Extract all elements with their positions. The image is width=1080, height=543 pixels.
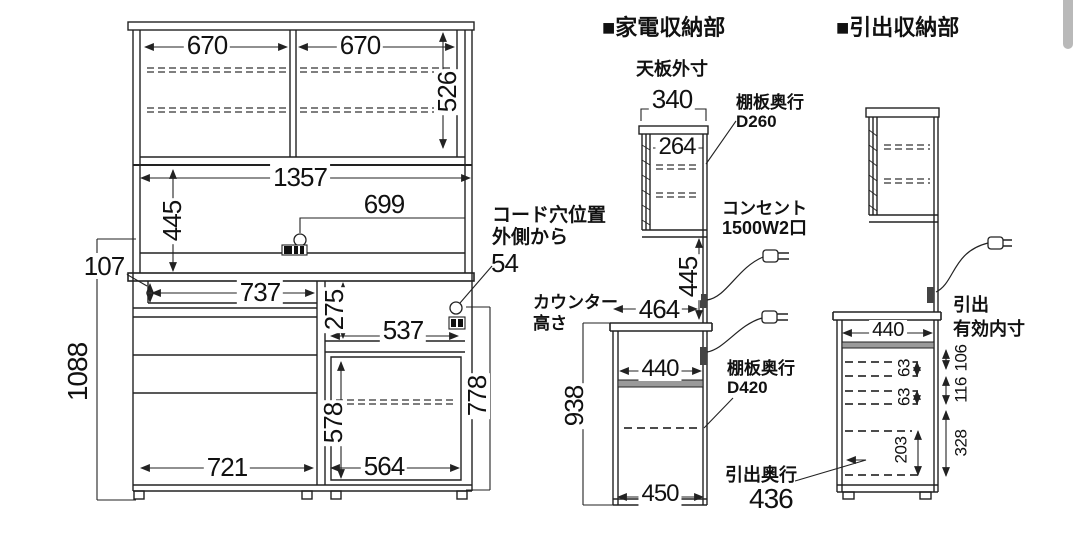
dim-right-bottom: 328 xyxy=(952,426,971,460)
dim-top-outer-width: 340 xyxy=(648,86,696,112)
dim-cord-hole-x: 699 xyxy=(360,191,408,217)
dim-right-top: 106 xyxy=(952,341,971,375)
dim-upper-inner-width: 264 xyxy=(655,135,699,159)
label-drawer-depth: 引出奥行 xyxy=(725,465,797,485)
dim-drawer-width: 721 xyxy=(203,454,251,480)
dim-right-opening-width: 537 xyxy=(379,317,427,343)
dim-upper-left-width: 670 xyxy=(183,32,231,58)
dim-upper-height: 526 xyxy=(432,68,462,116)
dim-right-mid: 116 xyxy=(952,374,971,406)
appliance-door-hatch xyxy=(641,144,651,226)
appliance-leaders xyxy=(582,120,867,506)
drawer-shelf-dashes xyxy=(845,144,930,476)
dim-drawer3-height: 203 xyxy=(892,433,911,467)
dim-top-gap: 107 xyxy=(80,253,128,279)
note-counter-line2: 高さ xyxy=(533,314,567,333)
value-drawer-depth: 436 xyxy=(749,483,794,514)
dim-mid-height: 445 xyxy=(157,197,187,245)
front-dimensions xyxy=(140,32,471,479)
note-cord-hole-offset: 54 xyxy=(491,248,519,278)
label-drawer-inner-line2: 有効内寸 xyxy=(953,319,1025,339)
label-outlet-line2: 1500W2口 xyxy=(722,218,808,238)
note-cord-hole-line1: コード穴位置 xyxy=(492,205,607,226)
dim-door-width: 564 xyxy=(360,453,408,479)
dim-lower-inner-width: 440 xyxy=(638,357,682,381)
appliance-shelf-dashes xyxy=(624,164,700,429)
scrollbar-thumb[interactable] xyxy=(1063,0,1073,49)
dim-door-inner-height: 578 xyxy=(318,399,348,447)
label-drawer-inner-line1: 引出 xyxy=(953,295,989,315)
front-leaders xyxy=(96,217,493,501)
dim-mid-width: 1357 xyxy=(270,164,330,190)
value-shelf-depth: D260 xyxy=(736,112,777,131)
dim-appliance-mid-height: 445 xyxy=(673,253,703,301)
drawer-section-title: ■引出収納部 xyxy=(836,15,960,40)
outlet-plug-icons xyxy=(700,249,789,365)
note-counter-line1: カウンター xyxy=(533,293,618,312)
value-lower-shelf-depth: D420 xyxy=(727,378,768,397)
appliance-section-title: ■家電収納部 xyxy=(602,15,726,40)
dim-bottom-inner-width: 450 xyxy=(638,482,682,506)
dim-lower-height: 1088 xyxy=(62,339,93,405)
dim-counter-height: 938 xyxy=(559,382,589,430)
dim-counter-opening-width: 737 xyxy=(236,279,284,305)
drawer-door-hatch xyxy=(868,129,878,212)
note-cord-hole-line2: 外側から xyxy=(492,227,569,248)
label-shelf-depth: 棚板奥行 xyxy=(736,93,804,112)
appliance-view-structure xyxy=(609,108,713,506)
dim-counter-depth: 464 xyxy=(635,296,683,322)
label-outlet-line1: コンセント xyxy=(722,199,807,218)
label-lower-shelf-depth: 棚板奥行 xyxy=(727,359,795,378)
dim-drawer-inner-width: 440 xyxy=(869,320,907,340)
dim-right-opening-height: 275 xyxy=(319,286,349,334)
dim-drawer1-height: 63 xyxy=(895,356,914,380)
cord-hole-icons xyxy=(281,233,466,330)
front-shelf-dashes xyxy=(147,67,456,405)
drawer-plug-icon xyxy=(927,236,1012,303)
dim-right-lower-height: 778 xyxy=(462,372,492,420)
front-view-structure xyxy=(127,21,475,500)
dim-upper-right-width: 670 xyxy=(336,32,384,58)
drawer-view-structure xyxy=(832,107,942,500)
label-top-board: 天板外寸 xyxy=(636,59,708,79)
dim-drawer2-height: 63 xyxy=(895,385,914,409)
